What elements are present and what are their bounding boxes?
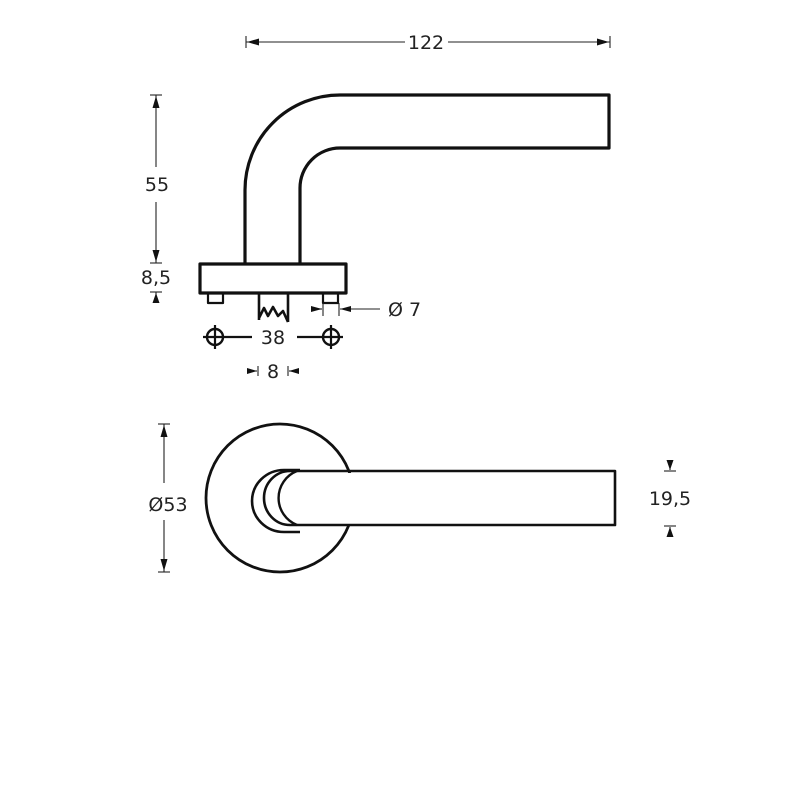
dim-rose-diameter: Ø53 bbox=[148, 423, 188, 573]
lever-side-outline bbox=[243, 93, 611, 264]
dim-label-spindle: 8 bbox=[267, 361, 279, 383]
screw-center-right-icon bbox=[319, 325, 343, 349]
dim-label-screw-diameter: Ø 7 bbox=[388, 299, 421, 321]
dim-label-total-length: 122 bbox=[408, 32, 444, 54]
dim-screw-spacing: 38 bbox=[203, 325, 343, 349]
front-view: Ø53 19,5 bbox=[148, 422, 691, 574]
dim-lever-height: 19,5 bbox=[649, 460, 691, 537]
dim-label-height: 55 bbox=[145, 174, 169, 196]
lever-collar bbox=[250, 468, 300, 534]
rose-plate-side bbox=[198, 262, 348, 295]
dim-screw-diameter: Ø 7 bbox=[311, 299, 421, 321]
dim-label-rose-thickness: 8,5 bbox=[141, 267, 171, 289]
side-view: 122 55 8,5 Ø 7 bbox=[141, 32, 611, 383]
dim-height: 55 bbox=[145, 94, 169, 264]
dim-total-length: 122 bbox=[245, 32, 611, 54]
dim-spindle: 8 bbox=[247, 361, 299, 383]
screw-peg-right bbox=[321, 291, 340, 305]
spindle-side bbox=[257, 293, 290, 323]
screw-center-left-icon bbox=[203, 325, 227, 349]
dim-label-screw-spacing: 38 bbox=[261, 327, 285, 349]
dim-rose-thickness: 8,5 bbox=[141, 267, 171, 303]
lever-front-outline bbox=[262, 469, 617, 527]
dim-label-lever-height: 19,5 bbox=[649, 488, 691, 510]
screw-peg-left bbox=[206, 291, 225, 305]
dim-label-rose-diameter: Ø53 bbox=[148, 494, 187, 516]
